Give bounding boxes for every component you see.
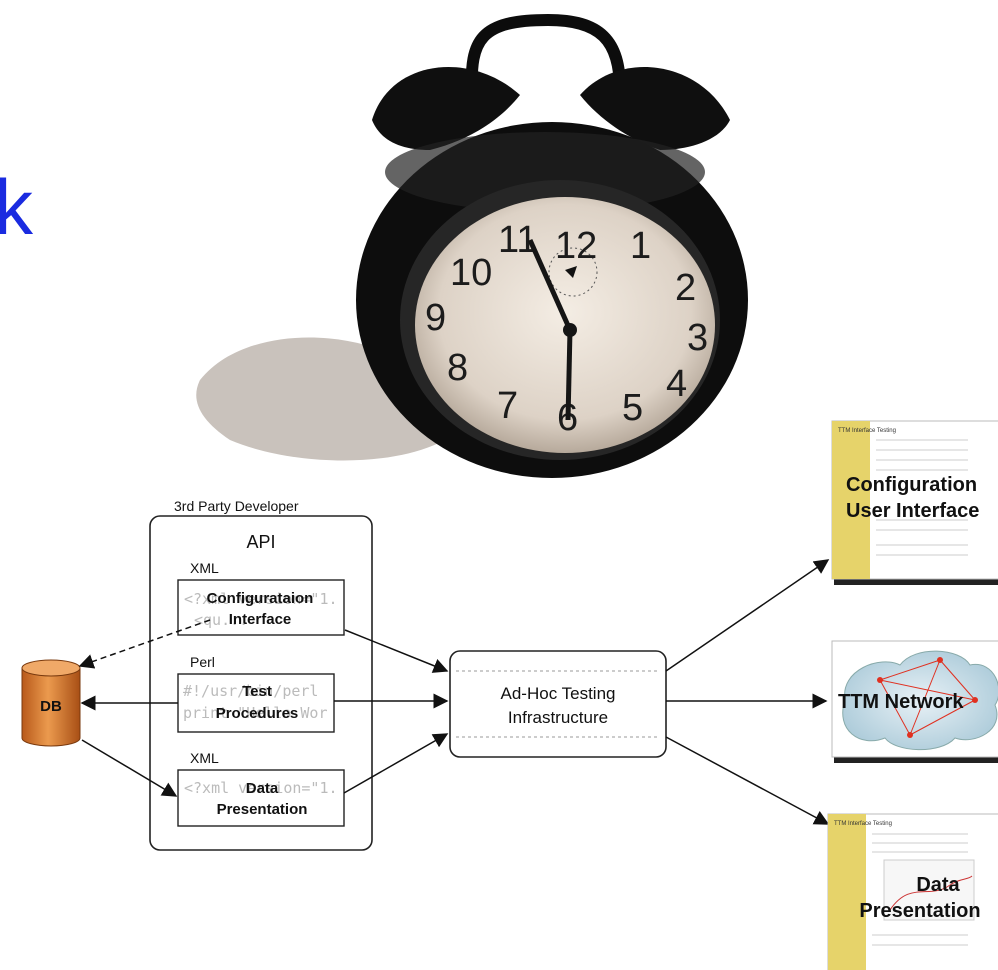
arrow-infra-to-config-ui <box>665 559 830 672</box>
clock-numeral-12: 12 <box>555 225 597 267</box>
ttm-network-label: TTM Network <box>838 691 964 713</box>
test-procedures-line1: Test <box>242 683 272 700</box>
section-2-code-line1: #!/usr/bin/perl <box>183 682 318 700</box>
developer-caption: 3rd Party Developer <box>174 498 299 514</box>
data-presentation-line2: Presentation <box>217 801 308 818</box>
config-ui-app-title: TTM Interface Testing <box>838 428 896 434</box>
clock-numeral-4: 4 <box>666 363 687 405</box>
config-ui-line1: Configuration <box>846 474 977 496</box>
slide-title: k <box>0 163 33 251</box>
data-presentation-box <box>177 769 345 827</box>
data-presentation-output-line2: Presentation <box>859 900 980 922</box>
connectors <box>78 559 830 825</box>
clock-bell-left <box>372 67 520 150</box>
config-ui-sidebar <box>832 421 870 579</box>
infrastructure-line1: Ad-Hoc Testing <box>501 684 616 703</box>
data-presentation-thumbnail: TTM Interface Testing Data Presentation <box>827 813 998 970</box>
section-2-lang: Perl <box>190 654 215 670</box>
arrow-data-to-infra <box>343 733 449 794</box>
clock-numeral-8: 8 <box>447 347 468 389</box>
infrastructure-line2: Infrastructure <box>508 708 608 727</box>
data-presentation-output-line1: Data <box>916 874 960 896</box>
arrow-config-to-infra <box>344 629 449 673</box>
clock-numeral-3: 3 <box>687 317 708 359</box>
alarm-clock-illustration: 12 1 2 3 4 5 6 7 8 9 10 11 <box>196 13 748 478</box>
clock-numeral-7: 7 <box>497 385 518 427</box>
clock-hour-hand <box>565 329 573 421</box>
clock-numeral-5: 5 <box>622 387 643 429</box>
clock-minute-hand <box>527 238 573 332</box>
arrow-db-to-data <box>81 739 178 797</box>
data-ui-app-title: TTM Interface Testing <box>834 821 892 827</box>
developer-panel: 3rd Party Developer API XML <?xml versio… <box>149 498 373 851</box>
data-ui-sidebar <box>828 814 866 970</box>
network-cloud <box>842 650 998 751</box>
arrow-infra-to-data-presentation <box>665 736 830 825</box>
configuration-interface-box <box>177 579 345 636</box>
section-1-lang: XML <box>190 560 219 576</box>
clock-numeral-9: 9 <box>425 297 446 339</box>
configuration-interface-line1: Configurataion <box>207 590 314 607</box>
configuration-ui-thumbnail: TTM Interface Testing Configuration User… <box>831 420 998 585</box>
configuration-interface-line2: Interface <box>229 611 292 628</box>
section-2-code-line2: print "Hello Wor <box>183 704 328 722</box>
test-procedures-line2: Procedures <box>216 705 299 722</box>
db-label: DB <box>40 698 62 715</box>
clock-numeral-2: 2 <box>675 267 696 309</box>
clock-face <box>415 197 715 453</box>
ttm-network-thumbnail: TTM Network <box>831 640 998 763</box>
section-1-code-line2: <qu... <box>194 611 248 629</box>
infrastructure-box: Ad-Hoc Testing Infrastructure <box>449 650 667 758</box>
clock-numeral-1: 1 <box>630 225 651 267</box>
clock-bell-right <box>580 67 730 150</box>
api-title: API <box>246 532 275 552</box>
data-presentation-line1: Data <box>246 780 279 797</box>
config-ui-line2: User Interface <box>846 500 979 522</box>
clock-numeral-10: 10 <box>450 252 492 294</box>
clock-handle <box>465 13 626 93</box>
db-cylinder: DB <box>21 659 81 747</box>
section-3-code-line1: <?xml version="1. <box>184 779 338 797</box>
section-1-code-line1: <?xml version="1. <box>184 590 338 608</box>
section-3-lang: XML <box>190 750 219 766</box>
arrow-config-to-db <box>78 619 211 669</box>
